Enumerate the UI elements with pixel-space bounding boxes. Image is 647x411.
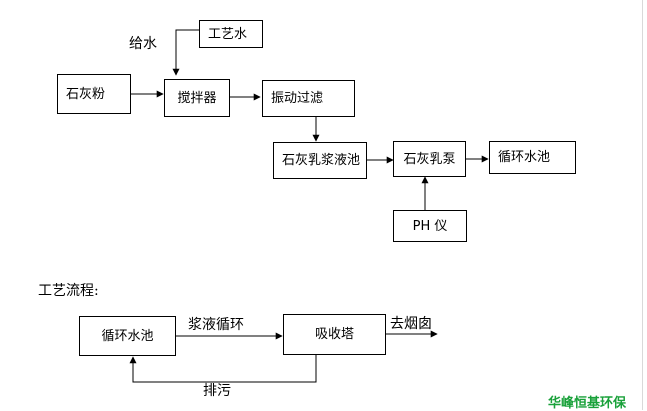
circulating-pool-box-top: 循环水池 <box>489 141 576 174</box>
vibration-filter-box: 振动过滤 <box>262 80 355 117</box>
absorption-tower-box: 吸收塔 <box>283 314 386 355</box>
lime-slurry-tank-box: 石灰乳浆液池 <box>273 142 367 179</box>
circulating-pool-box-bottom: 循环水池 <box>79 316 176 356</box>
ph-meter-box: PH 仪 <box>393 210 467 242</box>
process-water-box: 工艺水 <box>199 20 263 48</box>
lime-powder-box: 石灰粉 <box>57 74 131 114</box>
brand-watermark: 华峰恒基环保 <box>548 396 627 411</box>
frame-border <box>642 0 643 410</box>
discharge-label: 排污 <box>203 383 231 399</box>
to-chimney-label: 去烟囱 <box>390 316 432 332</box>
mixer-box: 搅拌器 <box>164 79 230 117</box>
arrow-process-water-to-mixer <box>172 29 199 76</box>
process-flow-title: 工艺流程: <box>38 283 99 299</box>
lime-slurry-pump-box: 石灰乳泵 <box>393 141 466 177</box>
water-supply-label: 给水 <box>129 36 157 52</box>
arrow-tower-discharge-return <box>129 355 317 383</box>
slurry-circulation-label: 浆液循环 <box>188 317 244 333</box>
